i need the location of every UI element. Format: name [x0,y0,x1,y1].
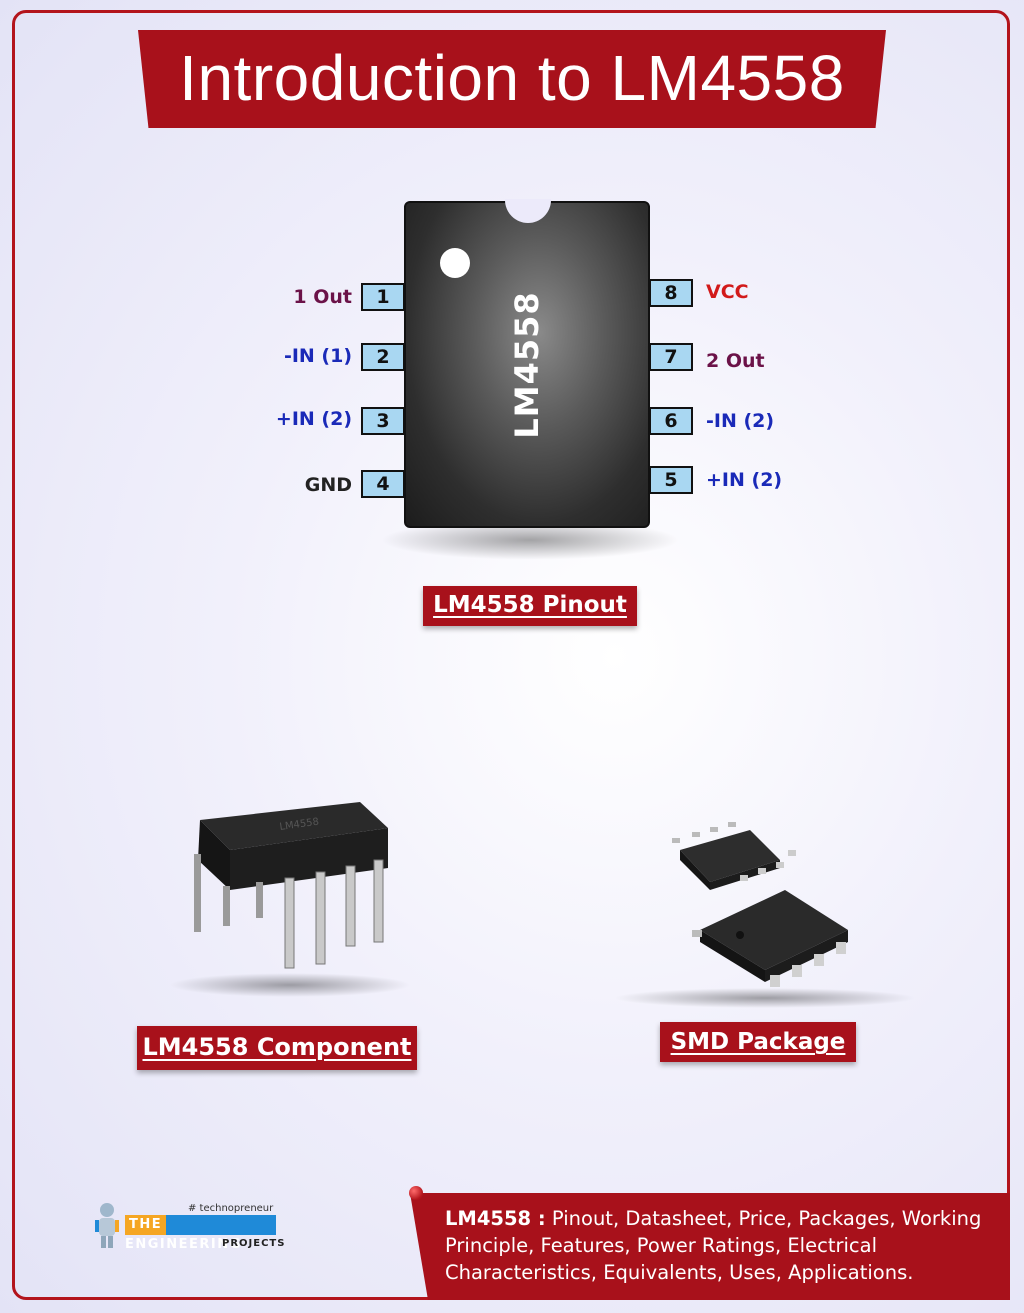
pin-4: 4 [361,470,405,498]
footer-description: LM4558 : Pinout, Datasheet, Price, Packa… [445,1207,982,1284]
title-banner [138,30,886,128]
robot-logo-icon [95,1203,119,1248]
pin-8-label: VCC [706,281,749,303]
pin-7: 7 [649,343,693,371]
pin1-indicator-dot [440,248,470,278]
pin-1: 1 [361,283,405,311]
logo-tagline: # technopreneur [188,1203,274,1214]
svg-text:LM4558: LM4558 [279,817,320,833]
component-caption: LM4558 Component [142,1033,412,1061]
pin-6-label: -IN (2) [706,410,775,432]
pin-3-label: +IN (2) [275,408,352,430]
pin-7-label: 2 Out [706,350,765,372]
footer-bullet-dot [409,1186,423,1200]
pin-1-label: 1 Out [293,286,352,308]
pin-2: 2 [361,343,405,371]
footer-banner [410,1193,1010,1300]
pin-8: 8 [649,279,693,307]
pin-5: 5 [649,466,693,494]
pinout-caption-bg [423,586,637,626]
pin-2-label: -IN (1) [283,345,352,367]
logo-wordmark: THEENGINEERING [125,1215,276,1252]
pin-5-label: +IN (2) [706,469,783,491]
page-title: Introduction to LM4558 [179,42,845,114]
chip-body [404,201,650,528]
pin-3: 3 [361,407,405,435]
dip8-component-image: LM4558 [170,802,410,997]
pin-6: 6 [649,407,693,435]
smd-caption-bg [660,1022,856,1062]
pin-4-label: GND [304,474,352,496]
smd-package-image [615,822,915,1008]
pinout-caption: LM4558 Pinout [433,592,627,618]
logo-subtitle: PROJECTS [222,1238,286,1249]
component-caption-bg [137,1026,417,1070]
smd-caption: SMD Package [670,1029,846,1055]
